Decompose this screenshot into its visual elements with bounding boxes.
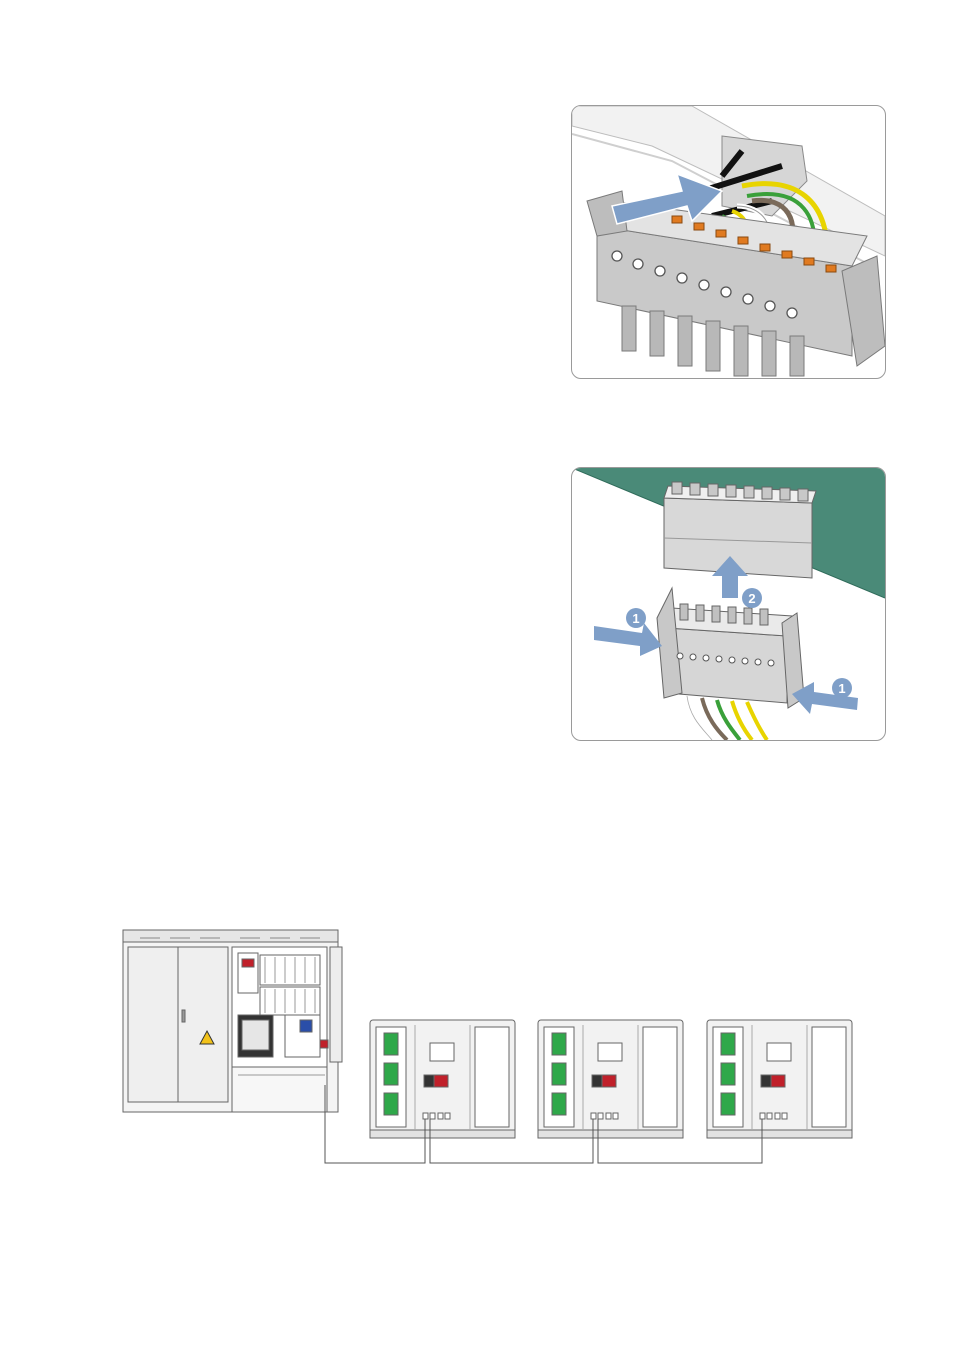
string-combiner-box [369,1019,516,1139]
terminal-plug-remove-illustration: 1 2 1 [571,467,886,741]
wiring-overview-illustration [120,925,865,1170]
arrow-icon [712,556,748,598]
arrow-icon [792,682,858,714]
step-badge-icon: 2 [742,588,762,608]
step-label-1b: 1 [838,681,845,696]
step-badge-icon: 1 [832,678,852,698]
step-label-1a: 1 [632,611,639,626]
step-label-2: 2 [748,591,755,606]
step-badge-icon: 1 [626,608,646,628]
arrow-icon [611,172,724,225]
arrow-icon [594,623,662,656]
warning-triangle-icon [199,1029,215,1045]
terminal-plug-insert-illustration [571,105,886,379]
station-cabinet [122,929,343,1113]
